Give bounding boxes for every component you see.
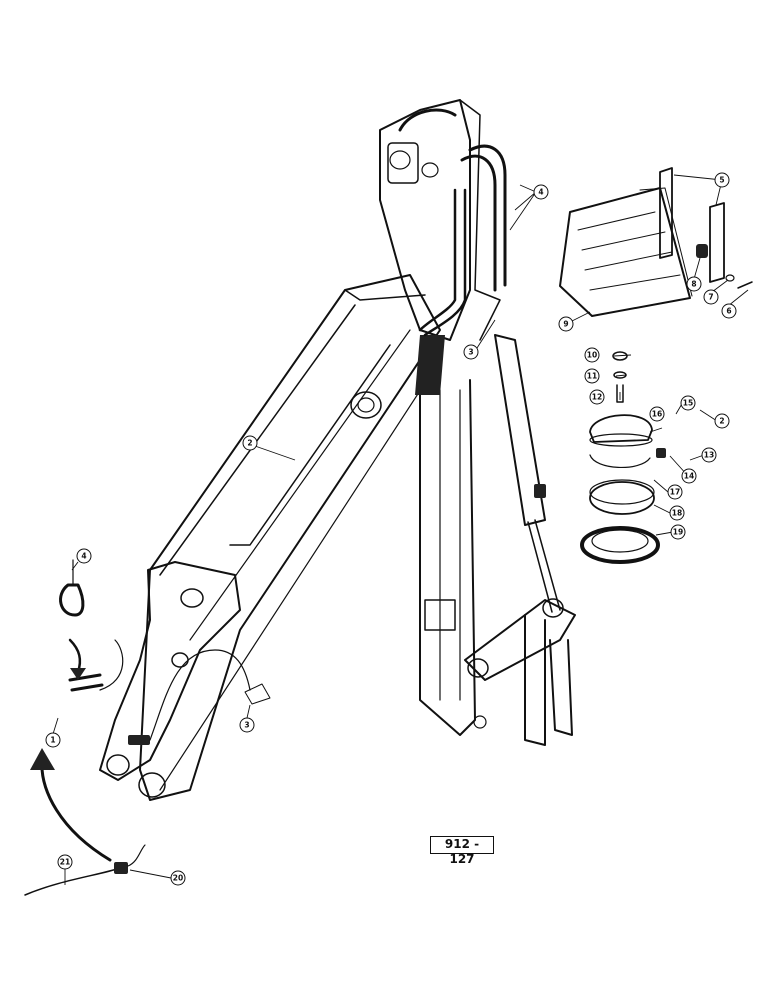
callout-2a: 2 xyxy=(714,413,730,429)
loose-parts-left xyxy=(24,559,271,896)
svg-text:1: 1 xyxy=(50,736,55,745)
callout-7: 7 xyxy=(703,289,719,305)
callout-12: 12 xyxy=(589,389,605,405)
svg-text:15: 15 xyxy=(683,399,693,408)
support-links xyxy=(464,598,576,746)
callout-13: 13 xyxy=(701,447,717,463)
svg-text:11: 11 xyxy=(587,372,597,381)
svg-text:16: 16 xyxy=(652,410,662,419)
callout-16: 16 xyxy=(649,406,665,422)
svg-text:2: 2 xyxy=(719,417,724,426)
svg-text:13: 13 xyxy=(704,451,714,460)
swivel-assembly xyxy=(580,351,666,564)
callout-8: 8 xyxy=(686,276,702,292)
bucket-linkage xyxy=(99,561,251,798)
callout-19: 19 xyxy=(670,524,686,540)
callout-20: 20 xyxy=(170,870,186,886)
callout-5: 5 xyxy=(714,172,730,188)
hydraulic-cylinder xyxy=(494,334,561,613)
callout-6: 6 xyxy=(721,303,737,319)
callout-18: 18 xyxy=(669,505,685,521)
svg-text:7: 7 xyxy=(708,293,713,302)
assembly-arrows xyxy=(30,638,112,862)
callout-9: 9 xyxy=(558,316,574,332)
svg-text:5: 5 xyxy=(719,176,724,185)
callout-21: 21 xyxy=(57,854,73,870)
svg-text:6: 6 xyxy=(726,307,731,316)
seat-pan xyxy=(559,187,693,317)
svg-text:19: 19 xyxy=(673,528,683,537)
svg-text:17: 17 xyxy=(670,488,680,497)
callout-14: 14 xyxy=(681,468,697,484)
svg-text:8: 8 xyxy=(691,280,696,289)
callout-3a: 3 xyxy=(463,344,479,360)
callout-17: 17 xyxy=(667,484,683,500)
callout-2b: 2 xyxy=(242,435,258,451)
svg-text:4: 4 xyxy=(538,188,543,197)
svg-text:4: 4 xyxy=(81,552,86,561)
svg-text:10: 10 xyxy=(587,351,597,360)
callout-10: 10 xyxy=(584,347,600,363)
seat-brackets xyxy=(659,167,753,289)
dipper-arm xyxy=(139,274,441,801)
svg-text:14: 14 xyxy=(684,472,694,481)
boom-tower xyxy=(379,99,501,736)
callout-4b: 4 xyxy=(76,548,92,564)
svg-text:3: 3 xyxy=(244,721,249,730)
callout-11: 11 xyxy=(584,368,600,384)
svg-text:9: 9 xyxy=(563,320,568,329)
svg-text:3: 3 xyxy=(468,348,473,357)
svg-text:2: 2 xyxy=(247,439,252,448)
figure-number: 912 - 127 xyxy=(430,836,494,866)
callout-3b: 3 xyxy=(239,717,255,733)
callout-4a: 4 xyxy=(533,184,549,200)
svg-text:12: 12 xyxy=(592,393,602,402)
svg-text:20: 20 xyxy=(173,874,183,883)
hydraulic-hoses xyxy=(398,108,507,337)
svg-text:18: 18 xyxy=(672,509,682,518)
callout-1: 1 xyxy=(45,732,61,748)
callout-15: 15 xyxy=(680,395,696,411)
svg-text:21: 21 xyxy=(60,858,70,867)
